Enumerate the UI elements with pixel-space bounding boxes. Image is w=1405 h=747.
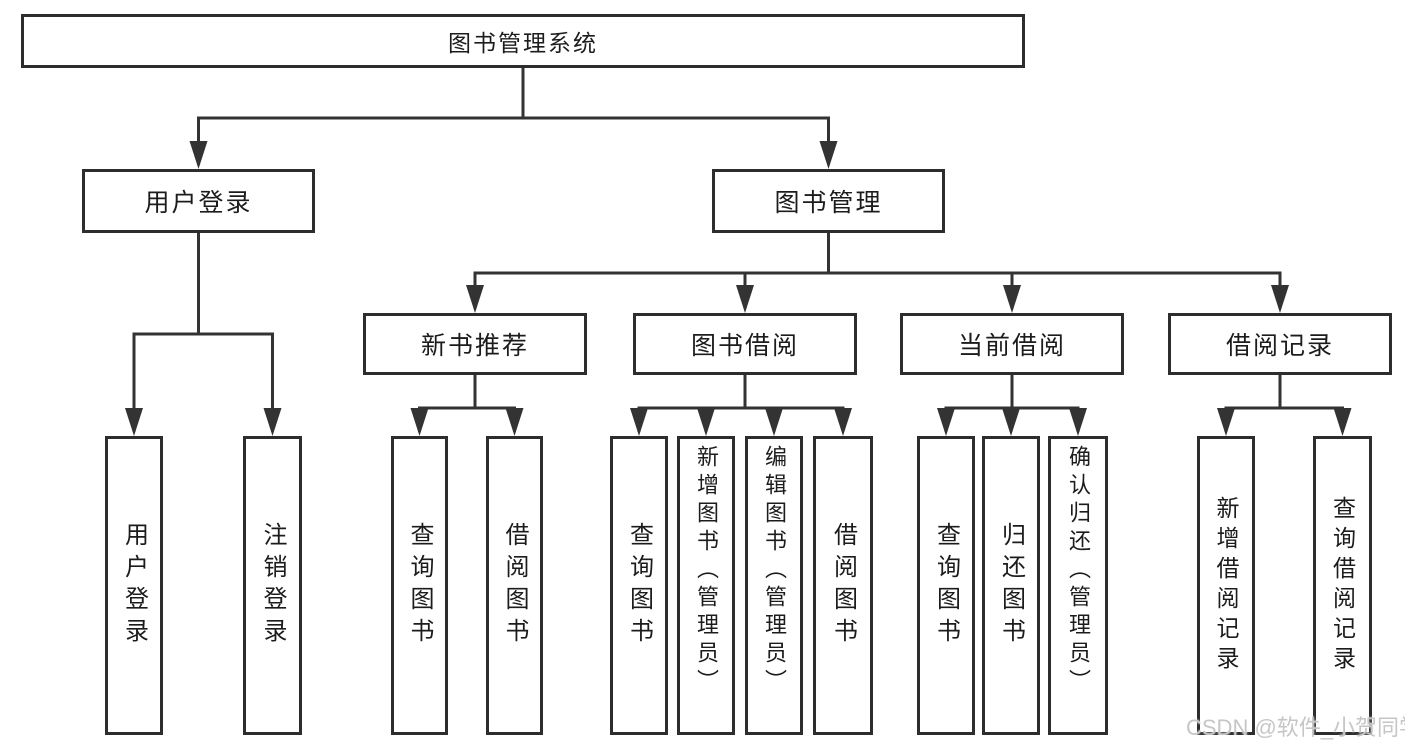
node-user-login: 用户登录 xyxy=(82,169,315,233)
node-leaf-confirm-return: 确认归还（管理员） xyxy=(1048,436,1108,735)
node-label: 归还图书 xyxy=(997,521,1025,650)
connector-arrowhead-icon xyxy=(1271,285,1289,313)
connector-arrowhead-icon xyxy=(505,408,524,436)
node-leaf-return-book: 归还图书 xyxy=(982,436,1040,735)
node-book-management: 图书管理 xyxy=(712,169,945,233)
node-label: 图书借阅 xyxy=(690,332,799,360)
node-leaf-logout-login: 注销登录 xyxy=(243,436,302,735)
connector-arrowhead-icon xyxy=(697,408,715,436)
node-borrowing-records: 借阅记录 xyxy=(1168,313,1392,375)
node-label: 编辑图书（管理员） xyxy=(762,445,787,697)
connector-arrowhead-icon xyxy=(1069,408,1087,436)
connector-arrowhead-icon xyxy=(1333,408,1352,436)
node-label: 新增图书（管理员） xyxy=(694,445,719,697)
connector-arrowhead-icon xyxy=(189,141,208,169)
node-label: 新增借阅记录 xyxy=(1213,495,1239,676)
node-leaf-query-borrow-record: 查询借阅记录 xyxy=(1313,436,1372,735)
connector-arrowhead-icon xyxy=(410,408,429,436)
node-label: 当前借阅 xyxy=(957,332,1066,360)
node-leaf-add-borrow-record: 新增借阅记录 xyxy=(1197,436,1255,735)
connector-arrowhead-icon xyxy=(125,408,143,436)
node-label: 借阅图书 xyxy=(501,521,528,650)
node-leaf-add-book: 新增图书（管理员） xyxy=(677,436,735,735)
node-label: 查询图书 xyxy=(406,521,433,650)
node-current-borrowing: 当前借阅 xyxy=(900,313,1124,375)
node-library-system: 图书管理系统 xyxy=(21,14,1025,68)
connector-arrowhead-icon xyxy=(630,408,648,436)
node-label: 新书推荐 xyxy=(420,332,529,360)
connector-arrowhead-icon xyxy=(1002,408,1020,436)
connector-arrowhead-icon xyxy=(765,408,783,436)
connector-arrowhead-icon xyxy=(1217,408,1235,436)
node-label: 查询借阅记录 xyxy=(1329,495,1356,676)
node-label: 用户登录 xyxy=(120,521,148,650)
node-leaf-user-login: 用户登录 xyxy=(105,436,163,735)
node-label: 图书管理 xyxy=(774,189,883,217)
node-leaf-edit-book: 编辑图书（管理员） xyxy=(745,436,803,735)
node-new-book-recommend: 新书推荐 xyxy=(363,313,587,375)
connector-arrowhead-icon xyxy=(263,408,282,436)
node-leaf-borrow-book-1: 借阅图书 xyxy=(486,436,543,735)
node-leaf-borrow-book-2: 借阅图书 xyxy=(813,436,873,735)
connector-arrowhead-icon xyxy=(819,141,838,169)
connector-arrowhead-icon xyxy=(1003,285,1021,313)
csdn-watermark: CSDN @软件_小贺同学 xyxy=(1186,715,1405,740)
node-label: 借阅图书 xyxy=(829,521,857,650)
node-leaf-query-book-1: 查询图书 xyxy=(391,436,448,735)
node-label: 注销登录 xyxy=(259,521,286,650)
connector-arrowhead-icon xyxy=(466,285,484,313)
connector-arrowhead-icon xyxy=(937,408,955,436)
node-label: 查询图书 xyxy=(932,521,960,650)
node-label: 查询图书 xyxy=(625,521,653,650)
connector-arrowhead-icon xyxy=(736,285,754,313)
node-label: 确认归还（管理员） xyxy=(1066,445,1091,697)
node-label: 借阅记录 xyxy=(1225,332,1334,360)
node-leaf-query-book-3: 查询图书 xyxy=(917,436,975,735)
connector-arrowhead-icon xyxy=(834,408,852,436)
node-label: 图书管理系统 xyxy=(448,30,598,56)
node-book-borrowing: 图书借阅 xyxy=(633,313,857,375)
node-leaf-query-book-2: 查询图书 xyxy=(610,436,668,735)
node-label: 用户登录 xyxy=(144,189,253,217)
